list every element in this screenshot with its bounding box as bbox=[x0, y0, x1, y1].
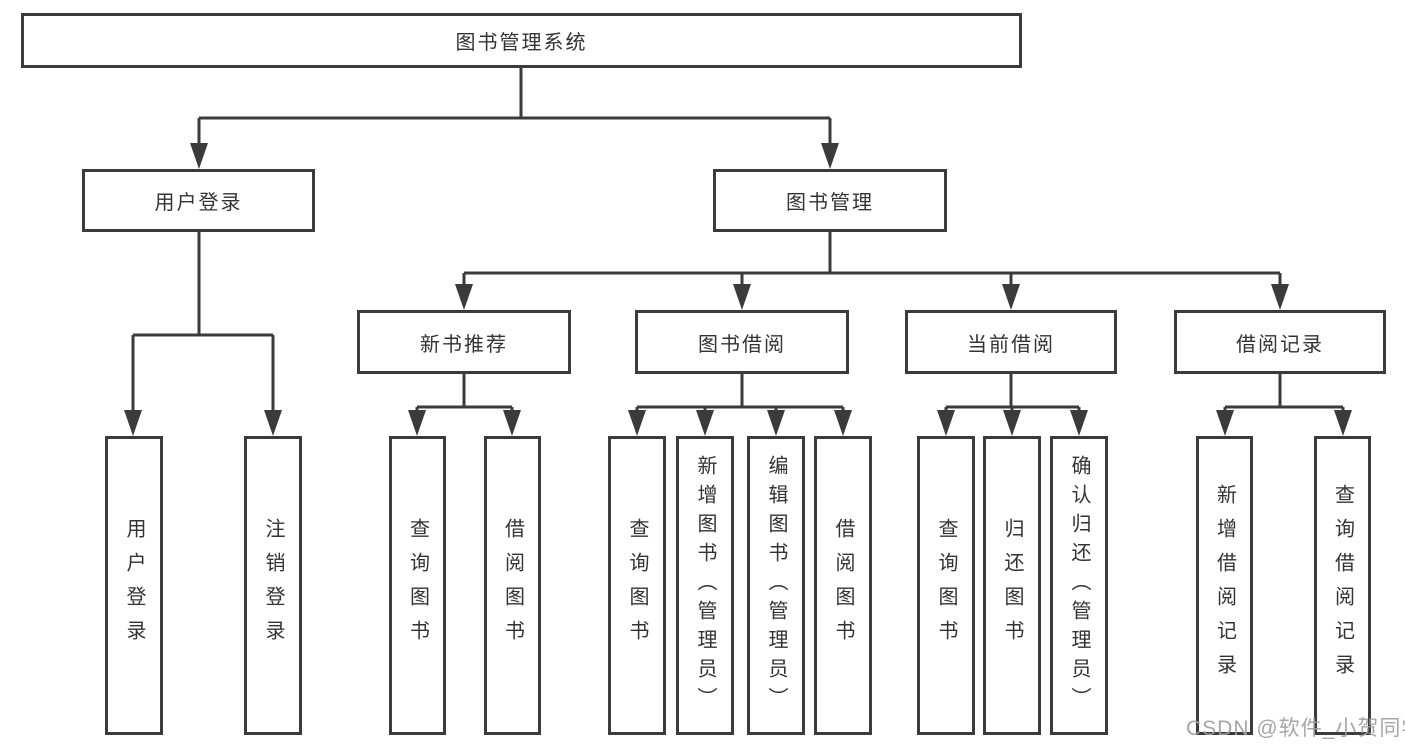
node-user-login: 用户登录 bbox=[82, 169, 315, 232]
leaf-query-books-1: 查询图书 bbox=[389, 436, 446, 735]
leaf-add-borrow-record: 新增借阅记录 bbox=[1196, 436, 1253, 735]
node-label: 图书管理 bbox=[786, 192, 874, 214]
leaf-query-books-3: 查询图书 bbox=[917, 436, 975, 735]
leaf-label: 注销登录 bbox=[262, 517, 284, 654]
node-label: 新书推荐 bbox=[420, 333, 508, 356]
leaf-query-borrow-record: 查询借阅记录 bbox=[1314, 436, 1371, 735]
node-borrowing-records: 借阅记录 bbox=[1174, 310, 1386, 374]
leaf-add-book-admin: 新增图书（管理员） bbox=[676, 436, 734, 735]
csdn-watermark: CSDN @软件_小贺同学 bbox=[1186, 717, 1405, 740]
leaf-label: 确认归还（管理员） bbox=[1068, 455, 1090, 716]
leaf-return-book: 归还图书 bbox=[983, 436, 1041, 735]
leaf-label: 新增图书（管理员） bbox=[694, 455, 716, 716]
leaf-borrow-books-2: 借阅图书 bbox=[814, 436, 872, 735]
leaf-label: 归还图书 bbox=[1001, 517, 1023, 654]
node-label: 图书管理系统 bbox=[455, 32, 588, 54]
leaf-query-books-2: 查询图书 bbox=[608, 436, 666, 735]
leaf-edit-book-admin: 编辑图书（管理员） bbox=[747, 436, 805, 735]
node-label: 借阅记录 bbox=[1236, 333, 1324, 356]
leaf-label: 查询图书 bbox=[626, 517, 648, 654]
leaf-label: 查询借阅记录 bbox=[1331, 483, 1354, 688]
leaf-label: 查询图书 bbox=[406, 517, 429, 654]
leaf-label: 用户登录 bbox=[123, 517, 145, 654]
leaf-logout: 注销登录 bbox=[244, 436, 302, 735]
node-book-management: 图书管理 bbox=[713, 169, 947, 232]
arrowheads bbox=[124, 143, 1352, 436]
leaf-confirm-return-admin: 确认归还（管理员） bbox=[1050, 436, 1108, 735]
node-library-management-system: 图书管理系统 bbox=[21, 13, 1022, 68]
leaf-user-login: 用户登录 bbox=[105, 436, 163, 735]
node-book-borrowing: 图书借阅 bbox=[635, 310, 849, 374]
node-new-book-recommendation: 新书推荐 bbox=[357, 310, 571, 374]
leaf-label: 新增借阅记录 bbox=[1213, 483, 1236, 688]
leaf-borrow-books-1: 借阅图书 bbox=[484, 436, 541, 735]
leaf-label: 查询图书 bbox=[935, 517, 957, 654]
leaf-label: 借阅图书 bbox=[501, 517, 524, 654]
leaf-label: 借阅图书 bbox=[832, 517, 854, 654]
node-current-borrowing: 当前借阅 bbox=[905, 310, 1117, 374]
leaf-label: 编辑图书（管理员） bbox=[765, 455, 787, 716]
node-label: 图书借阅 bbox=[698, 333, 786, 356]
node-label: 当前借阅 bbox=[967, 333, 1055, 356]
node-label: 用户登录 bbox=[154, 192, 243, 214]
